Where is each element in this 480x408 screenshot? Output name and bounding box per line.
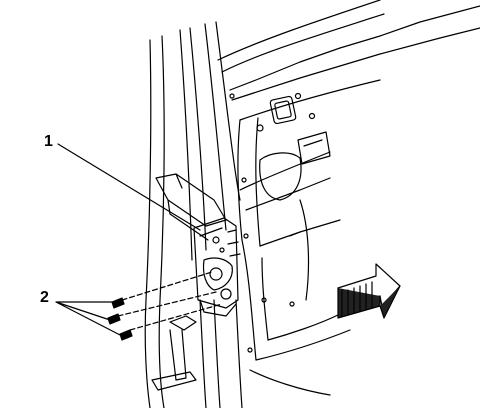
callout-2-label: 2 xyxy=(40,289,49,306)
latch-screws xyxy=(107,271,223,341)
door-latch-assembly xyxy=(193,217,241,317)
panel-openings xyxy=(229,92,331,353)
screw-3 xyxy=(119,329,133,341)
callout-2-leader xyxy=(55,301,123,337)
screw-1 xyxy=(111,297,125,309)
screw-2 xyxy=(107,313,121,325)
lower-door-edge xyxy=(151,315,197,391)
callout-1-leader xyxy=(57,143,201,231)
door-pillar xyxy=(144,21,243,408)
inner-door-panel xyxy=(217,0,480,396)
callout-1-label: 1 xyxy=(44,133,53,150)
vehicle-front-arrow xyxy=(337,263,401,319)
